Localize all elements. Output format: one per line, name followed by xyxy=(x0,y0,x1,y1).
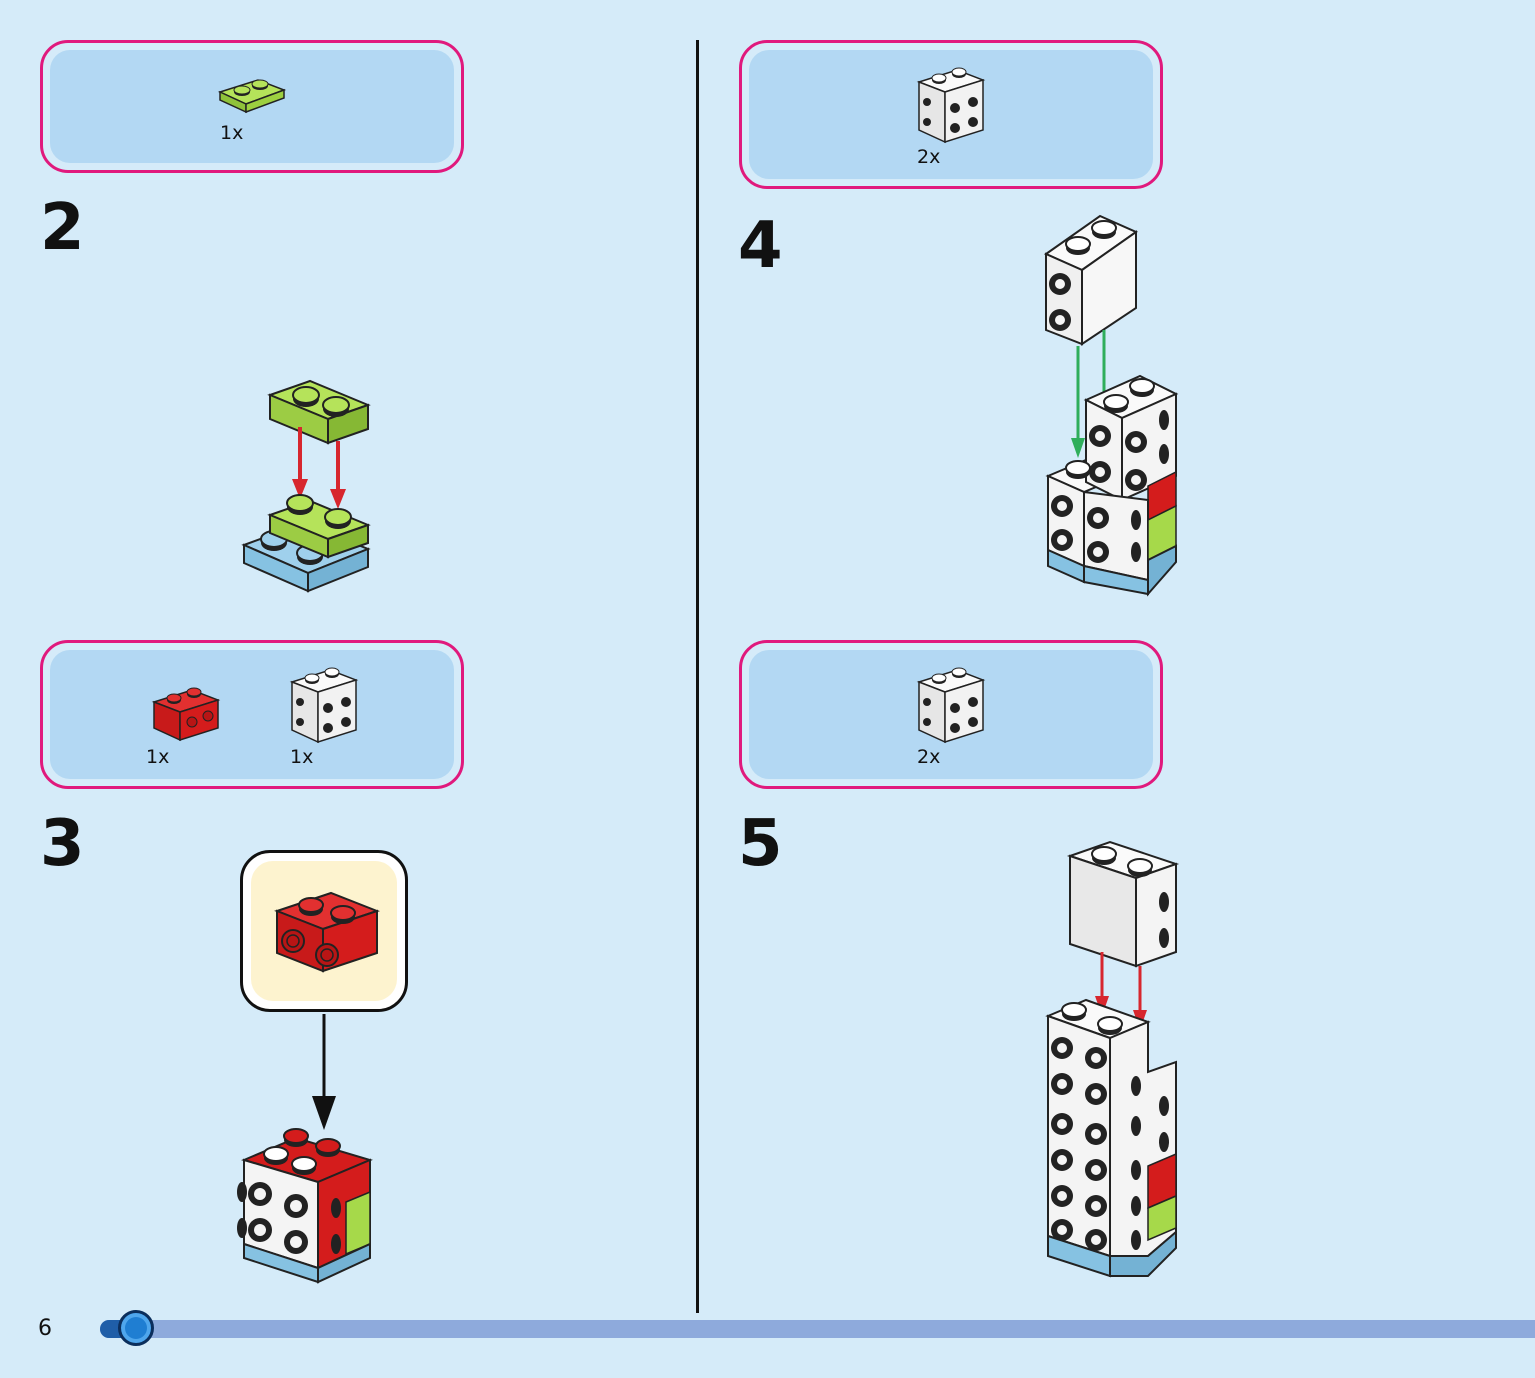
parts-box-step-2: 1x xyxy=(40,40,464,173)
part-quantity: 2x xyxy=(917,146,941,168)
callout-inner xyxy=(251,861,397,1001)
callout-bubble xyxy=(240,850,408,1012)
step-number-4: 4 xyxy=(738,209,783,283)
parts-box-inner: 2x xyxy=(749,650,1153,779)
parts-box-inner: 1x xyxy=(50,50,454,163)
parts-box-inner: 2x xyxy=(749,50,1153,179)
step-3-assembly-illustration xyxy=(237,1014,373,1284)
parts-box-step-4: 2x xyxy=(739,40,1163,189)
step-2-assembly-illustration xyxy=(241,379,371,593)
parts-box-step-5: 2x xyxy=(739,640,1163,789)
step-number-3: 3 xyxy=(40,807,85,881)
red-brick-1x2-icon xyxy=(151,687,221,742)
parts-box-step-3: 1x 1x xyxy=(40,640,464,789)
parts-box-inner: 1x 1x xyxy=(50,650,454,779)
progress-bar-track xyxy=(100,1320,1535,1338)
part-quantity: 1x xyxy=(220,122,244,144)
progress-knob-icon xyxy=(118,1310,154,1346)
step-number-2: 2 xyxy=(40,191,85,265)
lime-plate-1x2-icon xyxy=(217,79,287,114)
part-quantity: 1x xyxy=(146,746,170,768)
step-number-5: 5 xyxy=(738,807,783,881)
page-divider xyxy=(696,40,699,1313)
white-studded-brick-icon xyxy=(916,67,986,144)
page-number: 6 xyxy=(38,1316,52,1341)
white-studded-brick-icon xyxy=(289,667,359,744)
white-studded-brick-icon xyxy=(916,667,986,744)
red-brick-callout-icon xyxy=(274,891,380,973)
part-quantity: 2x xyxy=(917,746,941,768)
step-4-assembly-illustration xyxy=(1043,214,1179,597)
step-5-assembly-illustration xyxy=(1045,840,1180,1278)
part-quantity: 1x xyxy=(290,746,314,768)
